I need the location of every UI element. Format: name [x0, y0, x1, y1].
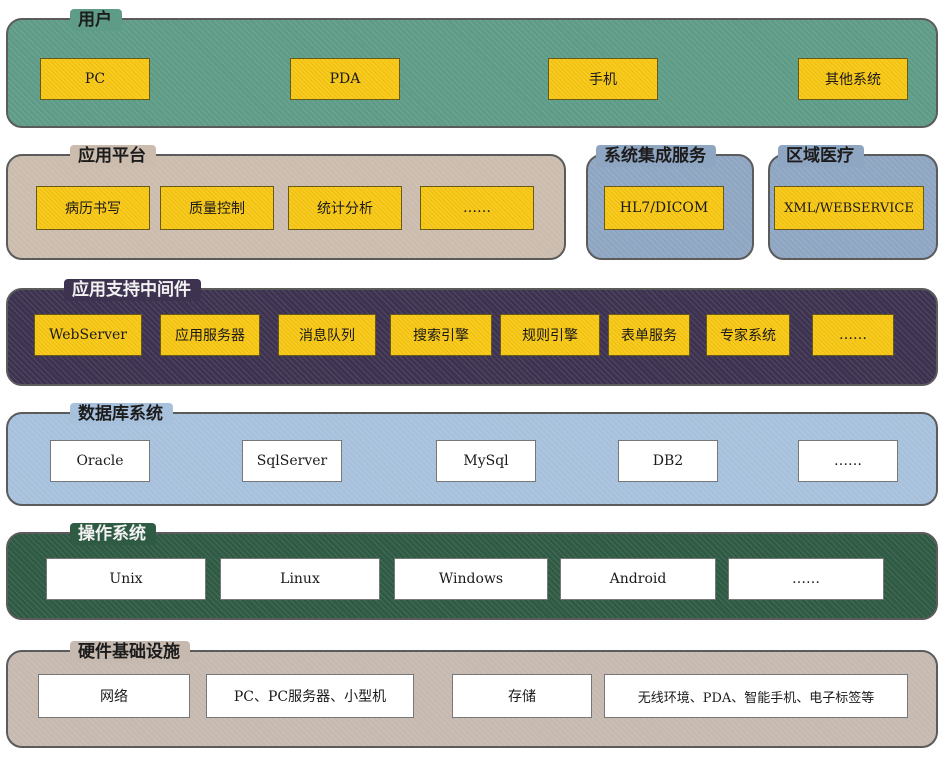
middleware-item-app-server: 应用服务器 — [160, 314, 260, 356]
os-item-android: Android — [560, 558, 716, 600]
regional-medical-panel: 区域医疗 XML/WEBSERVICE — [768, 145, 938, 260]
hardware-item-storage: 存储 — [452, 674, 592, 718]
app-platform-panel: 应用平台 病历书写 质量控制 统计分析 …… — [6, 145, 566, 260]
os-item-more: …… — [728, 558, 884, 600]
app-item-statistical-analysis: 统计分析 — [288, 186, 402, 230]
middleware-panel: 应用支持中间件 WebServer 应用服务器 消息队列 搜索引擎 规则引擎 表… — [6, 279, 938, 386]
hardware-item-wireless-devices: 无线环境、PDA、智能手机、电子标签等 — [604, 674, 908, 718]
integration-service-title: 系统集成服务 — [596, 145, 716, 167]
database-item-db2: DB2 — [618, 440, 718, 482]
user-layer-panel: 用户 PC PDA 手机 其他系统 — [6, 9, 938, 128]
app-item-quality-control: 质量控制 — [160, 186, 274, 230]
database-item-mysql: MySql — [436, 440, 536, 482]
middleware-item-more: …… — [812, 314, 894, 356]
middleware-item-expert-system: 专家系统 — [706, 314, 790, 356]
database-title: 数据库系统 — [70, 403, 173, 425]
user-item-mobile: 手机 — [548, 58, 658, 100]
user-item-other-systems: 其他系统 — [798, 58, 908, 100]
middleware-item-search-engine: 搜索引擎 — [390, 314, 492, 356]
middleware-item-webserver: WebServer — [34, 314, 142, 356]
database-item-oracle: Oracle — [50, 440, 150, 482]
user-layer-title: 用户 — [70, 9, 122, 31]
middleware-item-form-service: 表单服务 — [608, 314, 690, 356]
database-item-more: …… — [798, 440, 898, 482]
app-platform-title: 应用平台 — [70, 145, 156, 167]
os-panel: 操作系统 Unix Linux Windows Android …… — [6, 523, 938, 620]
hardware-item-network: 网络 — [38, 674, 190, 718]
os-item-linux: Linux — [220, 558, 380, 600]
app-item-more: …… — [420, 186, 534, 230]
regional-item-xml-webservice: XML/WEBSERVICE — [774, 186, 924, 230]
database-panel: 数据库系统 Oracle SqlServer MySql DB2 …… — [6, 403, 938, 506]
integration-service-panel: 系统集成服务 HL7/DICOM — [586, 145, 754, 260]
regional-medical-title: 区域医疗 — [778, 145, 864, 167]
os-item-windows: Windows — [394, 558, 548, 600]
user-item-pc: PC — [40, 58, 150, 100]
middleware-title: 应用支持中间件 — [64, 279, 201, 301]
middleware-item-rule-engine: 规则引擎 — [500, 314, 600, 356]
app-item-medical-record-writing: 病历书写 — [36, 186, 150, 230]
integration-item-hl7-dicom: HL7/DICOM — [604, 186, 724, 230]
os-title: 操作系统 — [70, 523, 156, 545]
hardware-panel: 硬件基础设施 网络 PC、PC服务器、小型机 存储 无线环境、PDA、智能手机、… — [6, 641, 938, 748]
middleware-item-message-queue: 消息队列 — [278, 314, 376, 356]
hardware-title: 硬件基础设施 — [70, 641, 190, 663]
user-item-pda: PDA — [290, 58, 400, 100]
database-item-sqlserver: SqlServer — [242, 440, 342, 482]
os-item-unix: Unix — [46, 558, 206, 600]
hardware-item-pc-servers: PC、PC服务器、小型机 — [206, 674, 414, 718]
